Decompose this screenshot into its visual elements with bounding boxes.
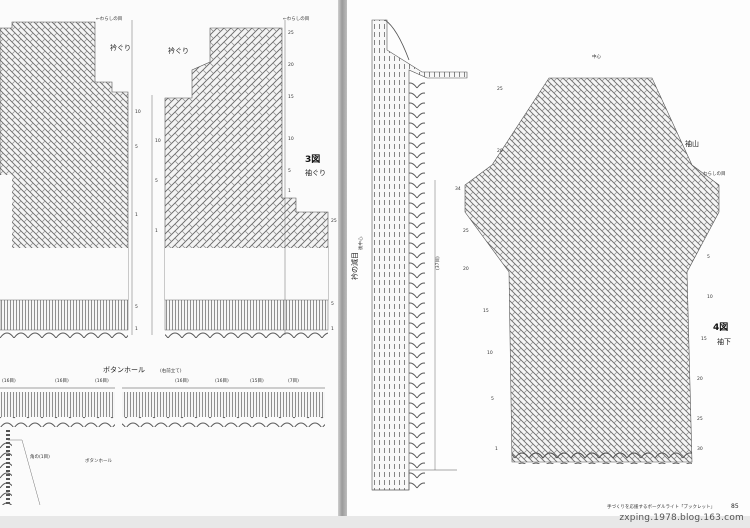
svg-text:20: 20 bbox=[288, 62, 294, 68]
svg-text:(7目): (7目) bbox=[288, 378, 299, 384]
page-gutter bbox=[338, 0, 347, 516]
band-title: 衿の減目 bbox=[350, 252, 359, 280]
button-hole-label: ボタンホール bbox=[85, 457, 112, 464]
svg-text:10: 10 bbox=[155, 138, 161, 144]
svg-text:1: 1 bbox=[288, 188, 291, 194]
start-stitch-label-2: ←わらしの目 bbox=[283, 15, 309, 22]
svg-text:25: 25 bbox=[697, 416, 703, 422]
svg-text:(16目): (16目) bbox=[55, 378, 69, 384]
svg-text:15: 15 bbox=[701, 336, 707, 342]
svg-text:10: 10 bbox=[288, 136, 294, 142]
sleeve-row-numbers-right: 5 10 15 20 25 30 bbox=[697, 254, 713, 452]
row-numbers-b: 25 20 15 10 5 1 25 5 1 bbox=[288, 30, 337, 332]
start-stitch-label: ←わらしの目 bbox=[96, 15, 122, 22]
svg-text:15: 15 bbox=[483, 308, 489, 314]
figure-caption-4: 袖下 bbox=[717, 337, 731, 346]
left-page-diagram: 衿ぐり 衿ぐり ←わらしの目 ←わらしの目 3図 袖ぐり 10 5 1 10 5… bbox=[0, 15, 337, 506]
svg-text:25: 25 bbox=[463, 228, 469, 234]
svg-text:1: 1 bbox=[135, 326, 138, 332]
center-label: 中心 bbox=[592, 53, 601, 60]
svg-text:20: 20 bbox=[697, 376, 703, 382]
svg-text:5: 5 bbox=[135, 304, 138, 310]
svg-text:30: 30 bbox=[697, 446, 703, 452]
svg-text:10: 10 bbox=[487, 350, 493, 356]
svg-text:(15目): (15目) bbox=[250, 378, 264, 384]
button-hole-title: ボタンホール bbox=[103, 365, 145, 374]
watermark: zxping.1978.blog.163.com bbox=[619, 513, 744, 523]
svg-text:(16目): (16目) bbox=[215, 378, 229, 384]
svg-text:5: 5 bbox=[707, 254, 710, 260]
right-page: 衿の減目 後中心 (37目) 中心 袖山 わらしの目 4図 袖下 25 20 3… bbox=[347, 0, 750, 516]
svg-text:(16目): (16目) bbox=[175, 378, 189, 384]
svg-text:5: 5 bbox=[288, 168, 291, 174]
svg-text:25: 25 bbox=[288, 30, 294, 36]
svg-text:1: 1 bbox=[331, 326, 334, 332]
page-number: 85 bbox=[731, 503, 739, 510]
svg-text:25: 25 bbox=[497, 86, 503, 92]
svg-text:5: 5 bbox=[135, 144, 138, 150]
row-numbers-a: 10 5 1 10 5 1 5 1 bbox=[135, 109, 161, 332]
front-neck-label: 衿ぐり bbox=[110, 43, 131, 52]
stitch-count-label: (37目) bbox=[435, 256, 441, 270]
svg-text:(16目): (16目) bbox=[95, 378, 109, 384]
svg-text:5: 5 bbox=[331, 301, 334, 307]
corner-label: 角の(1目) bbox=[30, 453, 50, 460]
figure-caption-3: 袖ぐり bbox=[305, 168, 326, 177]
svg-text:(16目): (16目) bbox=[2, 378, 16, 384]
svg-text:20: 20 bbox=[463, 266, 469, 272]
svg-text:34: 34 bbox=[455, 186, 461, 192]
center-back-label: 後中心 bbox=[357, 236, 364, 250]
button-hole-note: (右前立て) bbox=[160, 367, 182, 374]
scan-bottom-band bbox=[0, 516, 750, 528]
armhole-label: 衿ぐり bbox=[168, 46, 189, 55]
footer-text: 手づくりを応援するボーグルライト「ブックレット」 bbox=[607, 503, 715, 510]
svg-text:15: 15 bbox=[288, 94, 294, 100]
sleeve-row-numbers-left: 25 20 34 25 20 15 10 5 1 bbox=[455, 86, 503, 452]
svg-text:5: 5 bbox=[491, 396, 494, 402]
svg-text:5: 5 bbox=[155, 178, 158, 184]
svg-text:10: 10 bbox=[707, 294, 713, 300]
start-stitch-label-right: わらしの目 bbox=[703, 170, 726, 177]
figure-number-3: 3図 bbox=[305, 154, 320, 165]
svg-text:25: 25 bbox=[331, 218, 337, 224]
svg-text:1: 1 bbox=[155, 228, 158, 234]
button-count-labels: (16目) (16目) (16目) (16目) (16目) (15目) (7目) bbox=[2, 378, 299, 384]
svg-text:10: 10 bbox=[135, 109, 141, 115]
figure-number-4: 4図 bbox=[713, 322, 728, 333]
sleeve-cap-label: 袖山 bbox=[685, 139, 699, 148]
right-page-diagram: 衿の減目 後中心 (37目) 中心 袖山 わらしの目 4図 袖下 25 20 3… bbox=[350, 19, 739, 510]
svg-text:1: 1 bbox=[135, 212, 138, 218]
left-page: 衿ぐり 衿ぐり ←わらしの目 ←わらしの目 3図 袖ぐり 10 5 1 10 5… bbox=[0, 0, 338, 516]
svg-text:1: 1 bbox=[495, 446, 498, 452]
svg-text:20: 20 bbox=[497, 148, 503, 154]
